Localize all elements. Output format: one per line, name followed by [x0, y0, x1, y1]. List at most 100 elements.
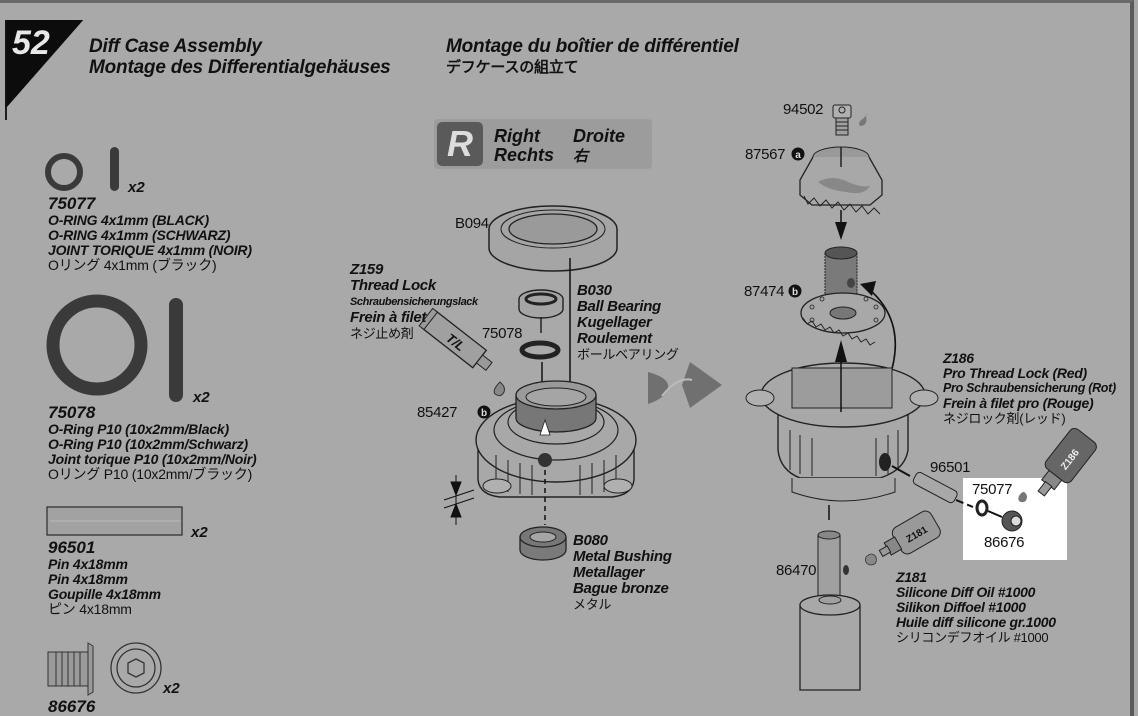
z181-fr: Huile diff silicone gr.1000 — [896, 614, 1056, 630]
label-75077: 75077 — [972, 481, 1013, 498]
label-96501: 96501 — [930, 459, 971, 476]
b030-en: Ball Bearing — [577, 298, 661, 315]
thread-lock-tube-icon: T/L — [418, 307, 493, 372]
qty-96501: x2 — [191, 524, 208, 541]
callout-z181: Z181 Silicone Diff Oil #1000 Silikon Dif… — [896, 569, 1056, 646]
side-fr: Droite — [573, 126, 626, 146]
z181-jp: シリコンデフオイル #1000 — [896, 630, 1049, 645]
callout-z159: Z159 Thread Lock Schraubensicherungslack… — [350, 262, 478, 342]
o-ring-75078-icon — [519, 340, 561, 360]
gear-ring-87474-icon — [800, 292, 886, 346]
label-87567: 87567 — [745, 146, 786, 163]
z186-jp: ネジロック剤(レッド) — [943, 411, 1066, 426]
side-badge-letter: R — [437, 122, 483, 166]
o-ring-75077-icon — [975, 499, 989, 517]
part-desc-en: O-RING 4x1mm (BLACK) — [48, 212, 209, 228]
part-desc-fr: Goupille 4x18mm — [48, 586, 161, 602]
label-86676: 86676 — [984, 534, 1025, 551]
label-75078: 75078 — [482, 325, 523, 342]
part-desc-de: Pin 4x18mm — [48, 571, 128, 587]
label-87474: 87474 — [744, 283, 785, 300]
b030-code: B030 — [577, 282, 612, 299]
z181-de: Silikon Diffoel #1000 — [896, 599, 1026, 615]
part-75077: 75077 O-RING 4x1mm (BLACK) O-RING 4x1mm … — [48, 195, 252, 273]
o-ring-large-icon — [46, 294, 183, 402]
z186-code: Z186 — [943, 350, 974, 366]
z181-en: Silicone Diff Oil #1000 — [896, 584, 1036, 600]
part-desc-de: O-RING 4x1mm (SCHWARZ) — [48, 227, 231, 243]
pro-thread-lock-bottle-icon: Z186 — [1037, 427, 1097, 497]
qty-75077: x2 — [128, 179, 145, 196]
z159-de: Schraubensicherungslack — [350, 296, 478, 308]
part-number: 75078 — [48, 403, 96, 422]
z186-en: Pro Thread Lock (Red) — [943, 365, 1087, 381]
z181-code: Z181 — [896, 569, 927, 585]
silicone-oil-bottle-icon: Z181 — [878, 510, 941, 558]
part-desc-jp: ピン 4x18mm — [48, 601, 132, 617]
badge-a-icon — [791, 147, 805, 161]
housing-badge: b — [481, 408, 487, 419]
callout-b030: B030 Ball Bearing Kugellager Roulement ボ… — [577, 283, 679, 363]
b080-jp: メタル — [573, 597, 612, 612]
diff-case-icon — [745, 362, 939, 502]
title-jp: デフケースの組立て — [446, 59, 579, 76]
qty-86676: x2 — [163, 680, 180, 697]
part-desc-jp: Oリング P10 (10x2mm/ブラック) — [48, 466, 253, 482]
part-number: 75077 — [48, 194, 96, 213]
output-shaft-86470-icon — [799, 530, 861, 691]
part-96501: 96501 Pin 4x18mm Pin 4x18mm Goupille 4x1… — [48, 539, 161, 617]
side-jp: 右 — [573, 148, 589, 165]
title-en: Diff Case Assembly — [89, 36, 262, 57]
label-86470: 86470 — [776, 562, 817, 579]
part-desc-en: Pin 4x18mm — [48, 556, 128, 572]
part-desc-fr: JOINT TORIQUE 4x1mm (NOIR) — [48, 242, 252, 258]
z186-de: Pro Schraubensicherung (Rot) — [943, 381, 1116, 395]
parts-illustrations — [45, 147, 183, 696]
pin-96501-icon — [912, 471, 958, 504]
step-number: 52 — [12, 24, 50, 62]
sleeve-badge: b — [792, 287, 798, 298]
z159-fr: Frein à filet — [350, 309, 427, 326]
label-85427: 85427 — [417, 404, 458, 421]
part-number: 96501 — [48, 538, 96, 557]
b080-de: Metallager — [573, 564, 645, 581]
side-de: Rechts — [494, 145, 555, 165]
step-marker — [5, 20, 84, 120]
plug-86676-icon — [1001, 510, 1023, 532]
diff-housing-85427-icon — [475, 380, 637, 525]
dimension-marker-icon — [443, 475, 475, 525]
plug-front-icon — [110, 642, 162, 694]
badge-b-icon — [477, 405, 491, 419]
b030-de: Kugellager — [577, 314, 652, 331]
part-75078: 75078 O-Ring P10 (10x2mm/Black) O-Ring P… — [48, 404, 257, 482]
b030-jp: ボールベアリング — [577, 347, 679, 362]
z159-jp: ネジ止め剤 — [350, 326, 414, 341]
part-86676-number: 86676 — [48, 697, 96, 716]
badge-b-icon-right — [788, 284, 802, 298]
z159-code: Z159 — [350, 261, 383, 278]
bearing-b030-icon — [518, 289, 564, 319]
callout-z186: Z186 Pro Thread Lock (Red) Pro Schrauben… — [943, 350, 1116, 427]
part-desc-jp: Oリング 4x1mm (ブラック) — [48, 257, 217, 273]
bearing-b094-icon — [488, 205, 618, 272]
label-b094: B094 — [455, 215, 489, 232]
next-step-arrow-icon — [648, 362, 722, 408]
plug-side-icon — [47, 642, 94, 696]
part-desc-en: O-Ring P10 (10x2mm/Black) — [48, 421, 229, 437]
b080-fr: Bague bronze — [573, 580, 669, 597]
part-desc-de: O-Ring P10 (10x2mm/Schwarz) — [48, 436, 248, 452]
title-block-left: Diff Case Assembly Montage des Different… — [89, 36, 391, 78]
screw-94502-icon — [832, 104, 852, 136]
bevel-gear-87567-icon — [799, 146, 883, 215]
label-94502: 94502 — [783, 101, 824, 118]
title-de: Montage des Differentialgehäuses — [89, 57, 391, 78]
z159-en: Thread Lock — [350, 277, 436, 294]
part-desc-fr: Joint torique P10 (10x2mm/Noir) — [48, 451, 257, 467]
b030-fr: Roulement — [577, 330, 652, 347]
o-ring-small-icon — [45, 147, 119, 191]
gear-badge: a — [795, 150, 801, 161]
qty-75078: x2 — [193, 389, 210, 406]
